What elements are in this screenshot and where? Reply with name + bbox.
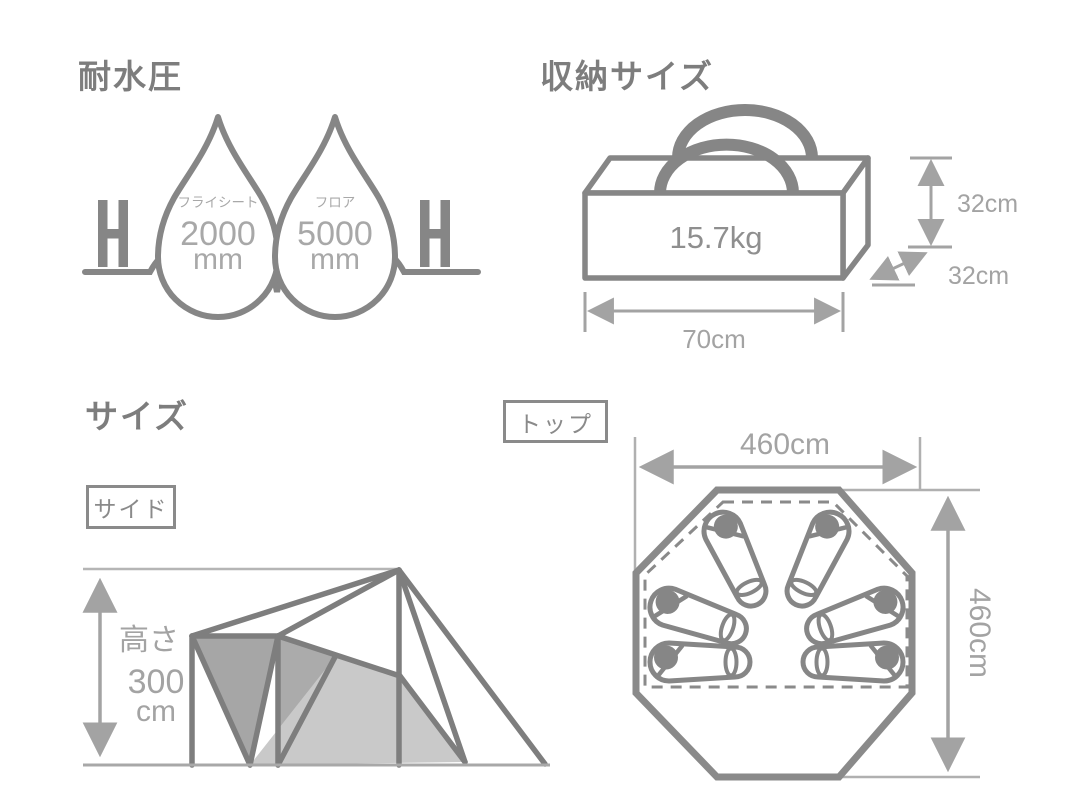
bag-width-value: 70cm	[682, 324, 746, 354]
top-depth-value: 460cm	[963, 588, 996, 678]
inner-sleeping-area-dashed	[643, 500, 909, 689]
floor-value: 5000	[297, 215, 373, 253]
top-view-label: トップ	[518, 410, 593, 437]
side-view-label: サイド	[93, 496, 169, 522]
tent-side-view-diagram: 高さ 300 cm	[82, 567, 550, 768]
depth-dimension	[869, 251, 928, 287]
water-resistance-title: 耐水圧	[78, 58, 183, 95]
flysheet-unit: mm	[193, 243, 243, 276]
water-resistance-diagram: フライシート 2000 mm フロア 5000 mm	[82, 114, 481, 320]
side-view-tag: サイド	[86, 485, 176, 529]
top-width-value: 460cm	[740, 428, 830, 461]
tent-frame	[189, 567, 548, 768]
storage-bag-diagram: 15.7kg 32cm 32cm 70cm	[582, 104, 1018, 354]
extension-lines	[633, 437, 980, 779]
size-title: サイズ	[85, 398, 190, 435]
bag-depth-value: 32cm	[948, 262, 1009, 290]
tent-top-view-diagram: 460cm 460cm	[632, 428, 996, 781]
flysheet-value: 2000	[180, 215, 256, 253]
width-dimension	[583, 292, 845, 332]
sleeping-bag-bottom-right	[803, 643, 903, 681]
bag-height-value: 32cm	[957, 190, 1018, 218]
bag-handle-front	[654, 138, 799, 194]
tent-height-label: 高さ	[119, 624, 179, 657]
floor-label: フロア	[315, 195, 356, 210]
carry-bag-icon: 15.7kg	[582, 104, 871, 281]
h-letter-right	[420, 200, 450, 267]
tent-height-value: 300	[128, 663, 185, 701]
top-view-tag: トップ	[503, 400, 608, 443]
h-letter-left	[98, 200, 128, 267]
height-dimension	[908, 156, 952, 249]
water-drop-floor-icon	[272, 114, 398, 320]
floor-unit: mm	[310, 243, 360, 276]
tent-height-unit: cm	[136, 695, 176, 728]
storage-size-title: 収納サイズ	[540, 58, 715, 95]
water-drop-flysheet-icon	[155, 114, 281, 320]
bag-handle-back	[672, 104, 818, 159]
floor-octagon	[632, 486, 916, 781]
bag-weight-value: 15.7kg	[669, 220, 762, 255]
flysheet-label: フライシート	[178, 195, 259, 210]
sleeping-bag-bottom-left	[650, 643, 750, 681]
